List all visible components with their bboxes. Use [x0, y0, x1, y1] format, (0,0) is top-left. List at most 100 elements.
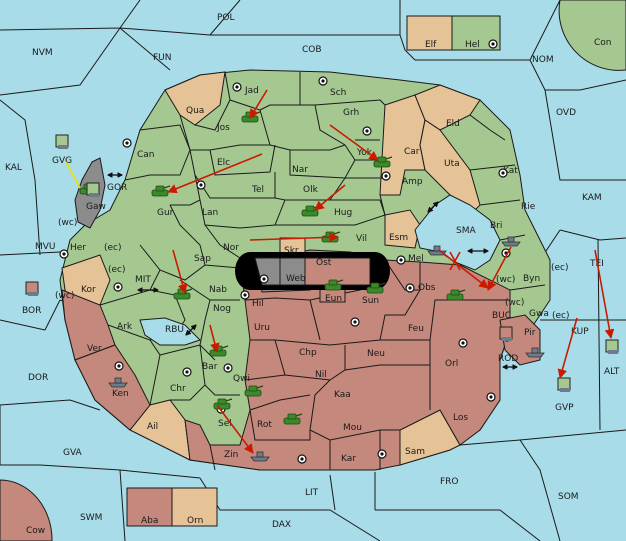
sea-label-kam: KAM — [582, 193, 602, 203]
coast-tag-gwa-ec: (ec) — [552, 311, 570, 321]
sea-label-pol: POL — [217, 13, 235, 23]
sea-label-som: SOM — [558, 492, 579, 502]
land-label-car: Car — [404, 147, 420, 157]
sea-label-sma: SMA — [456, 226, 476, 236]
land-label-nab: Nab — [209, 285, 227, 295]
sea-label-kal: KAL — [5, 163, 22, 173]
sea-label-tei: TEI — [589, 259, 604, 269]
territory-cow — [0, 479, 53, 541]
web-grey — [279, 257, 306, 286]
land-label-sel: Sel — [218, 419, 232, 429]
coast-tags: (wc) (ec) (ec) (wc) (wc) (ec) (wc) (ec) — [55, 218, 570, 321]
supply-center-dot — [489, 395, 493, 399]
fleet-unit-icon — [501, 236, 521, 247]
coast-tag-gaw-wc: (wc) — [58, 218, 77, 228]
land-label-mel: Mel — [408, 254, 424, 264]
land-label-web: Web — [286, 274, 306, 284]
land-label-ost: Ost — [316, 258, 332, 268]
sea-label-buc: BUC — [492, 311, 511, 321]
army-unit-icon — [324, 279, 344, 291]
land-label-sam: Sam — [405, 447, 425, 457]
land-labels: Jad Sch Qua Jos Grh Eld Can Yok Car Elc … — [26, 38, 612, 536]
dislodged-unit-marker — [25, 281, 39, 296]
land-label-aba: Aba — [141, 516, 158, 526]
land-label-hug: Hug — [334, 208, 352, 218]
land-label-kar: Kar — [341, 454, 356, 464]
land-label-bar: Bar — [202, 362, 218, 372]
land-label-lan: Lan — [202, 208, 218, 218]
order-arrows — [65, 89, 615, 454]
army-unit-icon — [244, 385, 264, 397]
land-label-zin: Zin — [224, 450, 238, 460]
land-label-nil: Nil — [315, 370, 327, 380]
arrow-grh-yok — [329, 124, 379, 161]
fleet-unit-icon — [250, 451, 270, 462]
land-label-jad: Jad — [244, 86, 259, 96]
sea-label-fun: FUN — [153, 53, 172, 63]
land-label-sch: Sch — [330, 88, 346, 98]
land-label-ail: Ail — [147, 422, 158, 432]
coast-tag-her-ec: (ec) — [104, 243, 122, 253]
supply-center-dot — [62, 252, 66, 256]
land-label-kor: Kor — [81, 285, 96, 295]
land-label-eun: Eun — [325, 294, 342, 304]
land-label-hil: Hil — [252, 299, 264, 309]
land-label-obs: Obs — [418, 283, 436, 293]
territory-orn — [171, 487, 218, 527]
land-label-skr: Skr — [284, 246, 299, 256]
land-label-neu: Neu — [367, 349, 385, 359]
arrow-sap-nab — [172, 249, 188, 294]
land-label-vil: Vil — [356, 234, 367, 244]
land-label-uru: Uru — [254, 323, 270, 333]
land-label-nar: Nar — [292, 165, 308, 175]
land-label-ver: Ver — [87, 344, 102, 354]
sea-label-dor: DOR — [28, 373, 48, 383]
coast-tag-kor-wc: (wc) — [55, 291, 74, 301]
land-label-kat: Kat — [503, 166, 518, 176]
land-label-nor: Nor — [223, 243, 239, 253]
land-label-cow: Cow — [26, 526, 45, 536]
sea-label-alt: ALT — [604, 367, 620, 377]
arrow-sel-zin — [216, 404, 254, 454]
supply-center-dot — [384, 174, 388, 178]
land-label-mou: Mou — [343, 423, 362, 433]
land-label-los: Los — [453, 413, 468, 423]
support-line-gvg — [65, 161, 81, 189]
land-label-uta: Uta — [444, 159, 460, 169]
land-label-olk: Olk — [303, 185, 319, 195]
sea-label-mit: MIT — [135, 275, 151, 285]
fleet-unit-icon — [525, 347, 545, 358]
land-label-feu: Feu — [408, 324, 424, 334]
sea-label-cob: COB — [302, 45, 322, 55]
supply-center-dot — [491, 42, 495, 46]
land-label-eld: Eld — [446, 119, 460, 129]
fleet-unit-icon — [108, 377, 128, 388]
supply-center-dot — [125, 141, 129, 145]
supply-centers — [59, 39, 512, 464]
coast-tag-byn-ec: (ec) — [551, 263, 569, 273]
territory-con — [558, 0, 626, 71]
red-territories — [61, 249, 541, 471]
sea-label-rod: ROD — [498, 354, 518, 364]
sea-label-gvg: GVG — [52, 156, 72, 166]
arrow-kup-gvp — [557, 317, 578, 379]
sea-label-nom: NOM — [532, 55, 554, 65]
land-label-gwa: Gwa — [529, 309, 549, 319]
dislodged-unit-marker — [605, 339, 619, 354]
supply-center-dot — [300, 457, 304, 461]
supply-center-dot — [117, 364, 121, 368]
supply-center-dot — [185, 370, 189, 374]
arrow-tei-alt — [594, 249, 615, 339]
sea-labels: POL NVM FUN COB NOM OVD KAL KAM GOR MIT … — [5, 13, 620, 530]
connection-arrows — [108, 175, 517, 367]
supply-center-dot — [399, 258, 403, 262]
arrow-nor-vil — [249, 232, 339, 243]
land-label-ken: Ken — [112, 389, 129, 399]
army-unit-icon — [283, 413, 303, 425]
supply-center-dot — [408, 286, 412, 290]
dislodged-unit-marker — [55, 134, 69, 149]
arrow-sma-byn — [487, 246, 512, 291]
land-label-qwi: Qwi — [233, 374, 250, 384]
army-unit-icon — [373, 156, 393, 168]
